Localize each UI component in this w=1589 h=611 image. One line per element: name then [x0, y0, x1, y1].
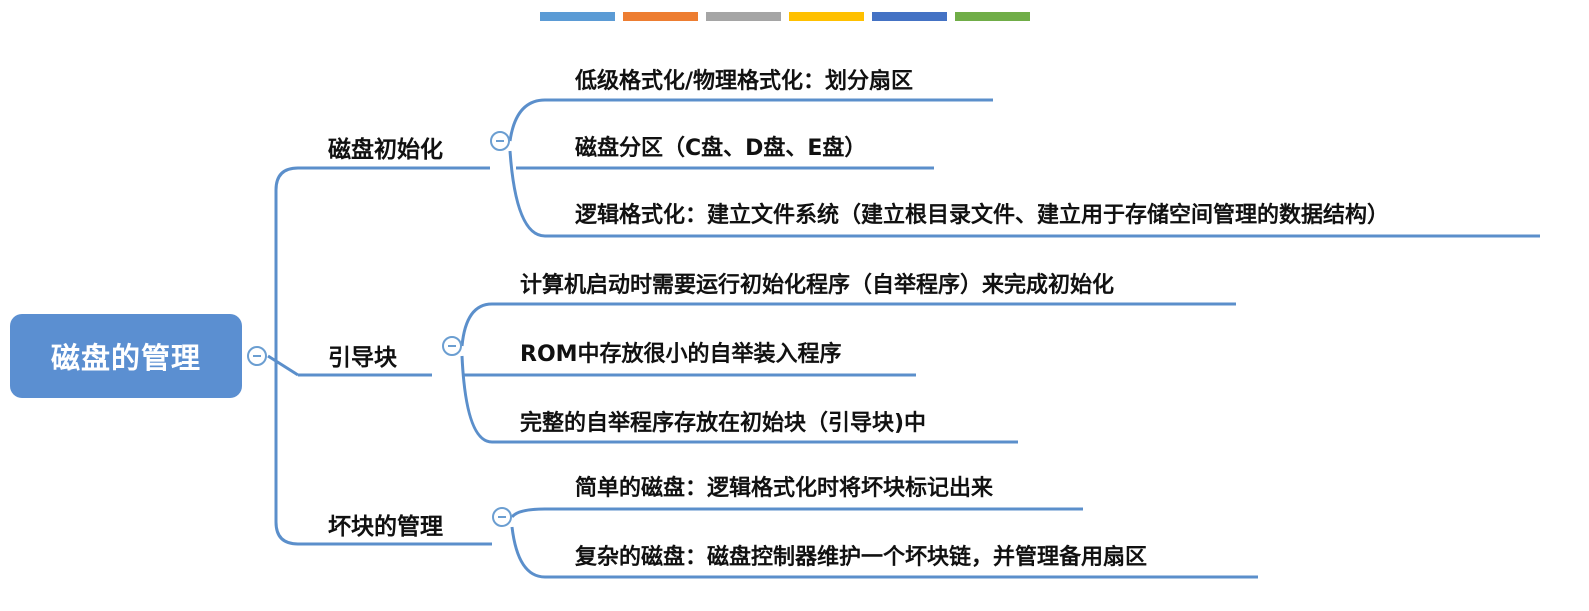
leaf-bad-block-1[interactable]: 简单的磁盘：逻辑格式化时将坏块标记出来	[575, 476, 994, 501]
leaf-disk-init-1[interactable]: 低级格式化/物理格式化：划分扇区	[575, 69, 914, 94]
leaf-bad-block-2[interactable]: 复杂的磁盘：磁盘控制器维护一个坏块链，并管理备用扇区	[575, 545, 1148, 570]
leaf-boot-block-3[interactable]: 完整的自举程序存放在初始块（引导块)中	[520, 411, 927, 436]
disk-init-connector-1	[508, 98, 546, 142]
boot-block-connector-1	[460, 302, 493, 347]
branch-disk-init[interactable]: 磁盘初始化	[328, 137, 443, 163]
leaf-disk-init-2[interactable]: 磁盘分区（C盘、D盘、E盘）	[575, 136, 867, 161]
theme-swatch-4[interactable]	[789, 12, 864, 21]
root-node-label: 磁盘的管理	[50, 341, 201, 375]
theme-swatch-6[interactable]	[955, 12, 1030, 21]
collapse-disk-init-icon[interactable]	[490, 131, 510, 151]
collapse-bad-block-icon[interactable]	[492, 507, 512, 527]
bad-block-connector-1	[510, 507, 546, 519]
disk-init-connector-3	[508, 150, 546, 238]
root-to-boot-block-line	[267, 354, 299, 377]
collapse-root-icon[interactable]	[247, 346, 267, 366]
theme-swatch-2[interactable]	[623, 12, 698, 21]
theme-swatch-5[interactable]	[872, 12, 947, 21]
branch-boot-block[interactable]: 引导块	[328, 345, 397, 371]
root-node[interactable]: 磁盘的管理	[10, 314, 242, 398]
branch-bad-block[interactable]: 坏块的管理	[328, 514, 443, 540]
theme-swatch-1[interactable]	[540, 12, 615, 21]
root-trunk-line	[274, 166, 299, 546]
leaf-boot-block-1[interactable]: 计算机启动时需要运行初始化程序（自举程序）来完成初始化	[520, 273, 1115, 298]
bad-block-connector-2	[510, 526, 546, 579]
theme-swatch-3[interactable]	[706, 12, 781, 21]
leaf-disk-init-3[interactable]: 逻辑格式化：建立文件系统（建立根目录文件、建立用于存储空间管理的数据结构）	[575, 203, 1390, 228]
leaf-boot-block-2[interactable]: ROM中存放很小的自举装入程序	[520, 342, 842, 367]
collapse-boot-block-icon[interactable]	[442, 336, 462, 356]
boot-block-connector-3	[460, 355, 493, 444]
